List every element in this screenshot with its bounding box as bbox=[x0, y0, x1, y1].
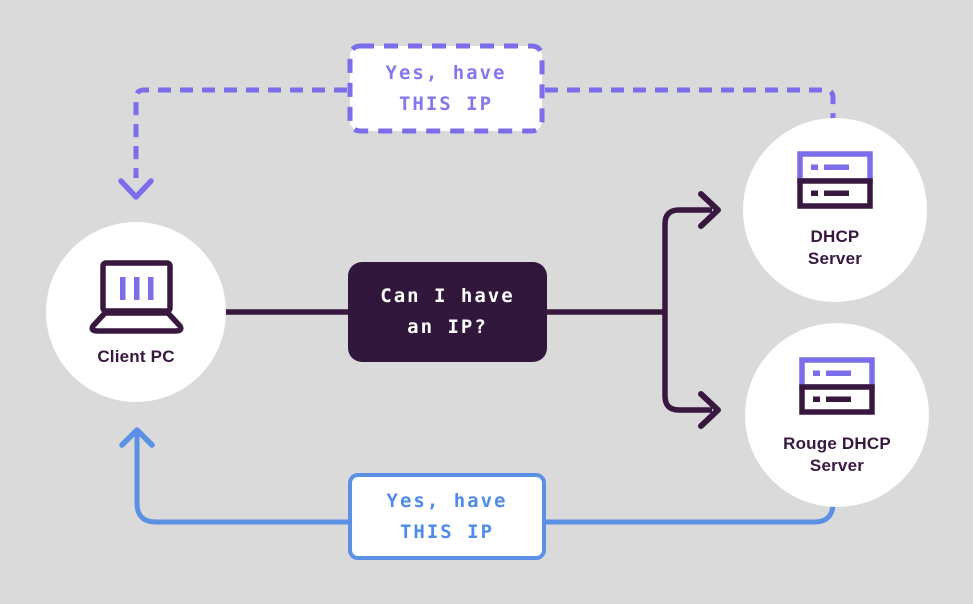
dhcp-reply-dashed-right bbox=[545, 87, 836, 119]
server-icon bbox=[797, 151, 873, 209]
rogue-reply-line-left bbox=[134, 432, 348, 525]
dhcp-reply-box: Yes, have THIS IP bbox=[347, 43, 545, 134]
rogue-reply-text-line2: THIS IP bbox=[399, 520, 495, 543]
rogue-reply-box: Yes, have THIS IP bbox=[348, 473, 546, 560]
laptop-icon bbox=[88, 260, 184, 334]
rogue-reply-arrowhead-icon bbox=[119, 427, 155, 448]
dhcp-server-node: DHCP Server bbox=[743, 118, 927, 302]
rogue-server-node: Rouge DHCP Server bbox=[745, 323, 929, 507]
dhcp-server-label-line2: Server bbox=[807, 249, 863, 268]
client-label: Client PC bbox=[97, 347, 175, 366]
dhcp-reply-text-line1: Yes, have bbox=[385, 61, 507, 84]
request-text-line1: Can I have bbox=[380, 285, 515, 307]
client-node: Client PC bbox=[46, 222, 226, 402]
request-box: Can I have an IP? bbox=[348, 262, 547, 362]
rogue-server-label-line2: Server bbox=[809, 456, 865, 475]
dhcp-reply-arrowhead-icon bbox=[118, 178, 154, 200]
rogue-reply-line-right bbox=[546, 497, 836, 525]
rogue-server-label-line1: Rouge DHCP bbox=[783, 434, 891, 453]
arrowhead-to-rogue-icon bbox=[698, 391, 721, 429]
request-branch bbox=[662, 207, 712, 413]
dhcp-server-label-line1: DHCP bbox=[810, 227, 860, 246]
rogue-server-label: Rouge DHCP Server bbox=[745, 433, 929, 477]
request-text-line2: an IP? bbox=[407, 316, 488, 338]
rogue-reply-text-line1: Yes, have bbox=[386, 489, 508, 512]
dhcp-server-label: DHCP Server bbox=[743, 226, 927, 270]
dhcp-reply-text-line2: THIS IP bbox=[398, 92, 494, 115]
dashed-border bbox=[347, 43, 545, 134]
dhcp-reply-dashed-left bbox=[133, 87, 347, 178]
arrowhead-to-dhcp-icon bbox=[698, 191, 721, 229]
server-icon bbox=[799, 357, 875, 415]
